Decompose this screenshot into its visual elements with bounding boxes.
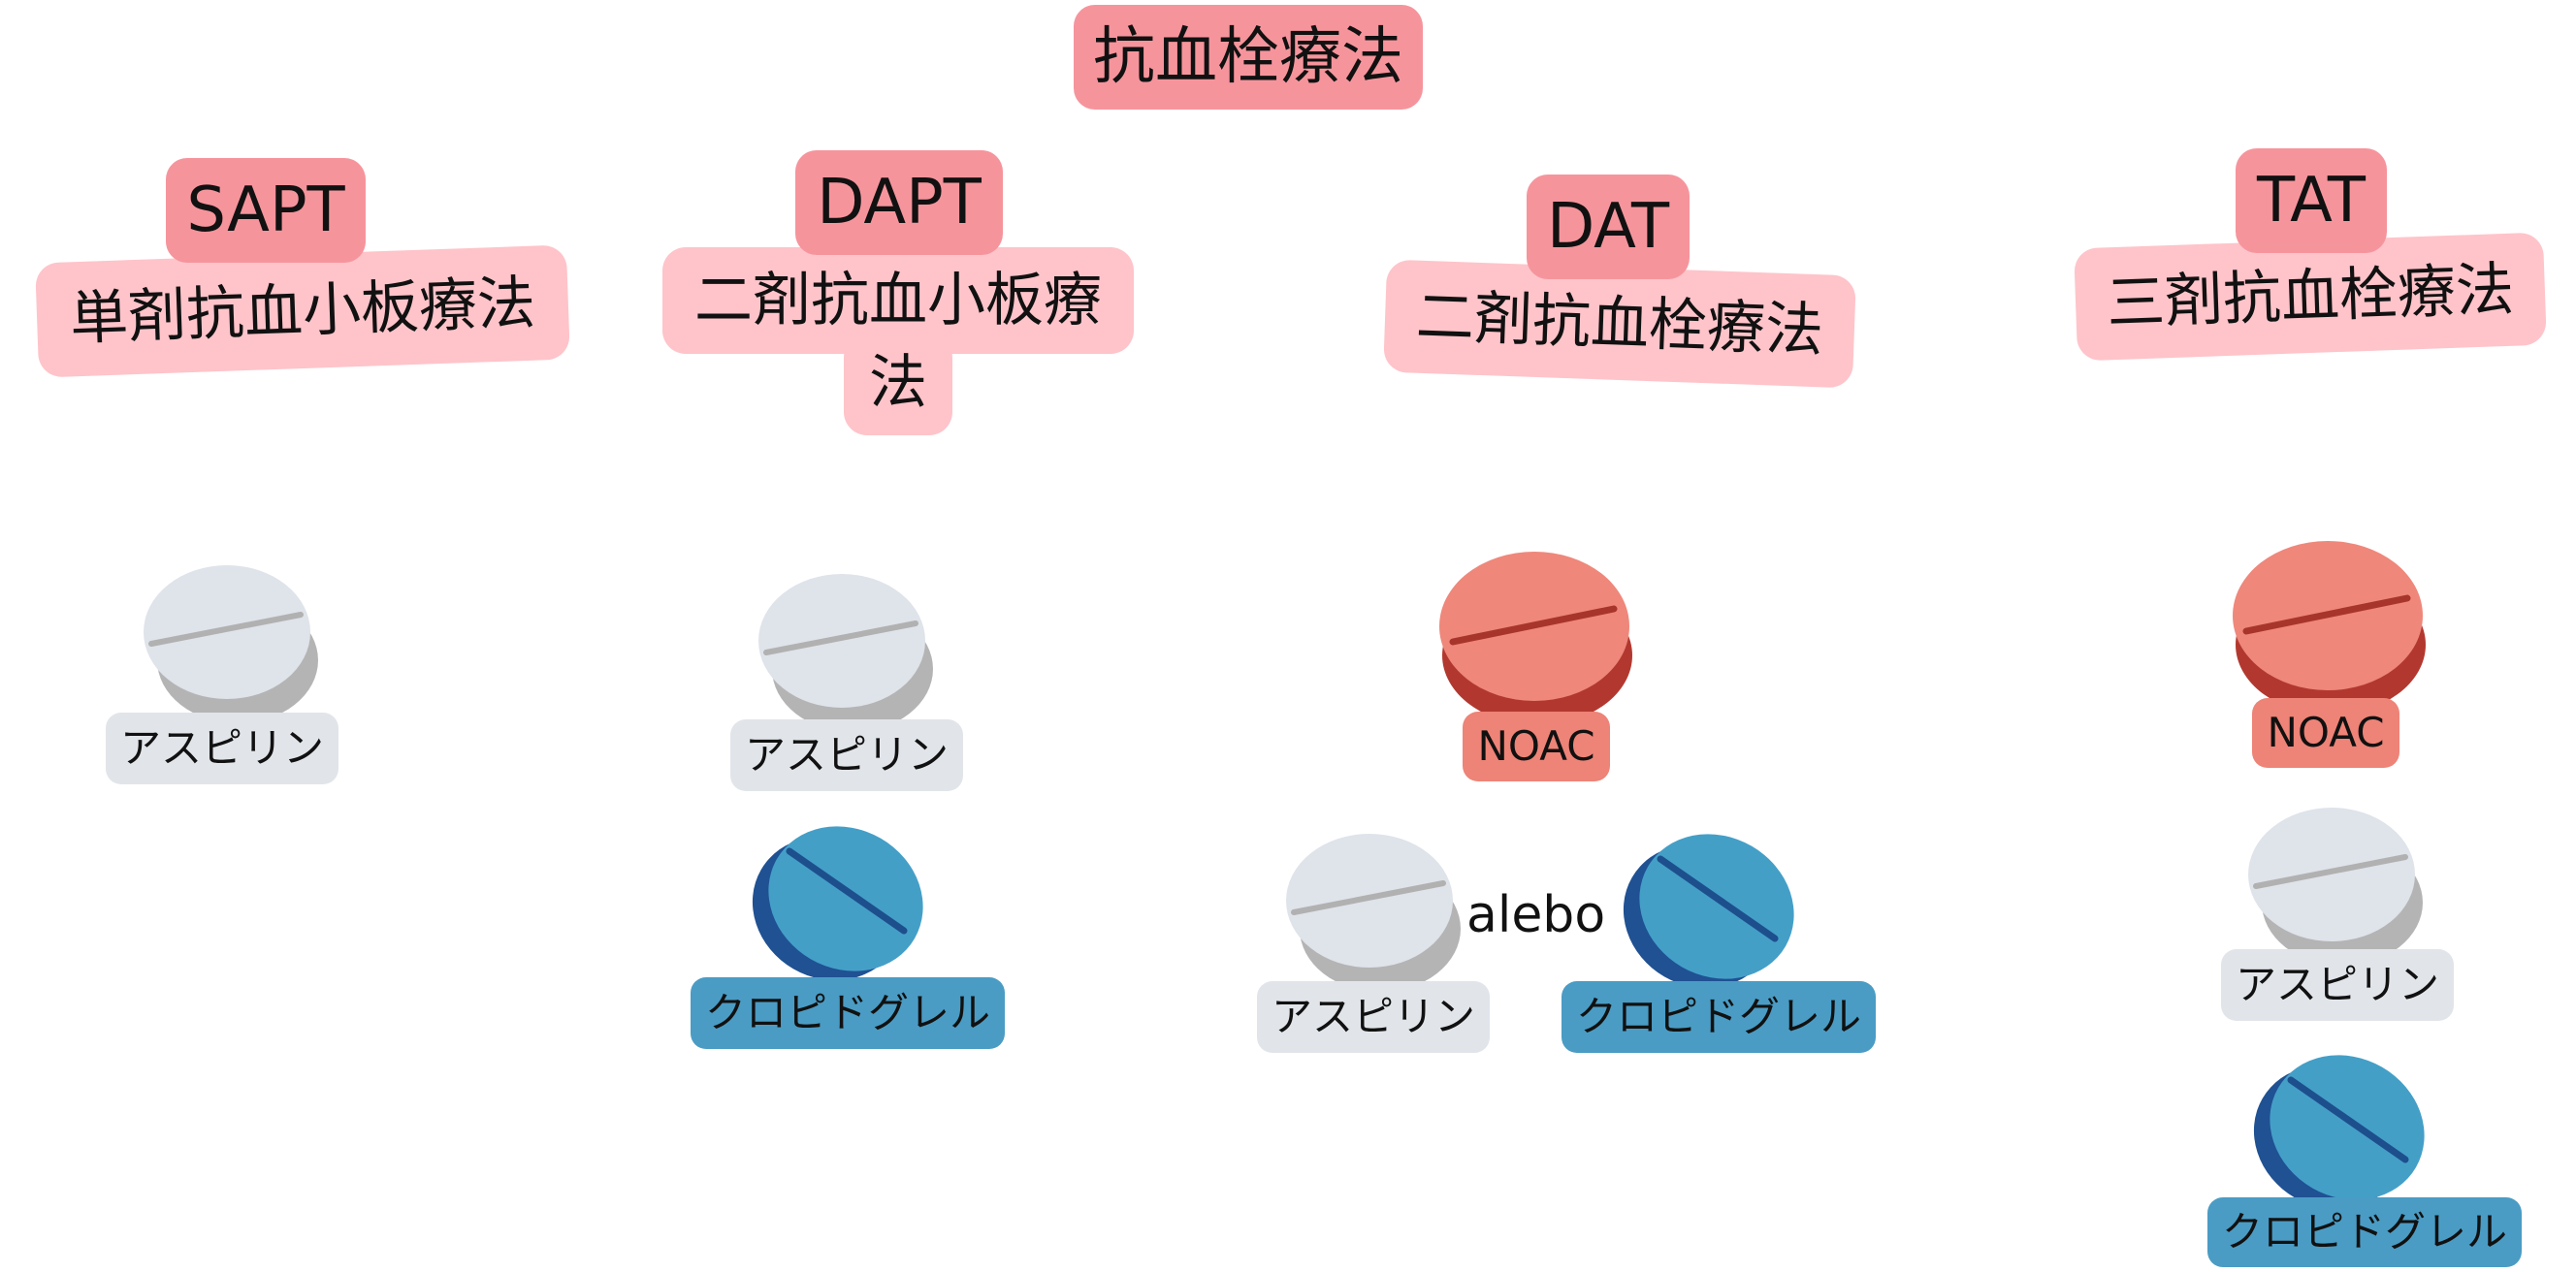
white-pill-icon xyxy=(2248,808,2423,966)
noac-label: NOAC xyxy=(2252,698,2399,768)
dapt-description-line1: 二剤抗血小板療 xyxy=(694,267,1102,334)
red-pill-icon xyxy=(1439,552,1632,725)
noac-label: NOAC xyxy=(1463,712,1610,781)
dapt-description-line2: 法 xyxy=(869,349,927,417)
dat-abbr: DAT xyxy=(1527,175,1690,279)
clopidogrel-label: クロピドグレル xyxy=(2207,1197,2522,1267)
aspirin-label: アスピリン xyxy=(2221,949,2454,1021)
red-pill-icon xyxy=(2233,541,2426,715)
aspirin-label: アスピリン xyxy=(730,719,963,791)
dapt-description-box-tail xyxy=(844,334,952,435)
page-title: 抗血栓療法 xyxy=(1074,5,1423,110)
white-pill-icon xyxy=(144,565,318,723)
sapt-abbr: SAPT xyxy=(166,158,366,263)
alternative-word: alebo xyxy=(1466,886,1606,944)
dapt-abbr: DAPT xyxy=(795,150,1003,255)
white-pill-icon xyxy=(758,574,933,732)
blue-pill-icon xyxy=(2253,1055,2425,1210)
clopidogrel-label: クロピドグレル xyxy=(691,977,1005,1049)
clopidogrel-label: クロピドグレル xyxy=(1562,981,1876,1053)
sapt-description: 単剤抗血小板療法 xyxy=(35,244,570,378)
white-pill-icon xyxy=(1286,834,1461,992)
aspirin-label: アスピリン xyxy=(1257,981,1490,1053)
aspirin-label: アスピリン xyxy=(106,713,338,784)
blue-pill-icon xyxy=(1623,834,1794,989)
blue-pill-icon xyxy=(752,826,923,981)
tat-abbr: TAT xyxy=(2236,148,2387,253)
